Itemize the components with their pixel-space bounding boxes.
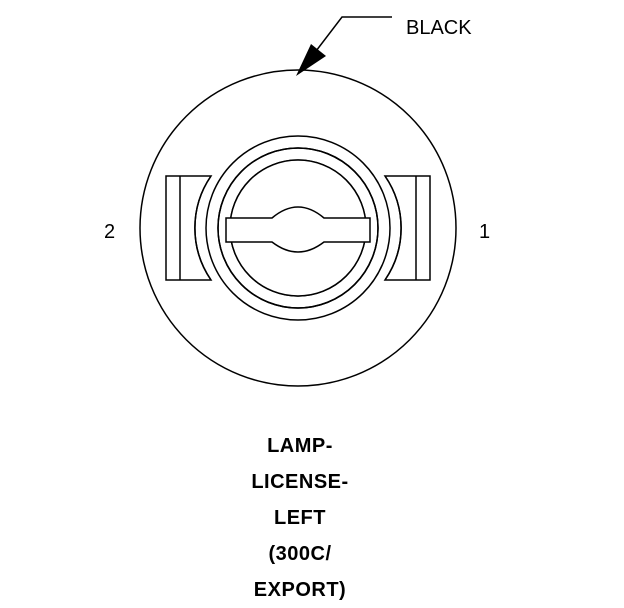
pin-label-left: 2 (104, 221, 115, 243)
wire-color-callout: BLACK (296, 16, 472, 76)
connector-diagram: BLACK 2 1 (104, 16, 490, 387)
caption-line: LAMP- (267, 435, 333, 457)
caption-line: LEFT (274, 507, 326, 529)
keyed-blade-terminal (225, 206, 371, 253)
left-tab-outline (165, 175, 213, 281)
pin-label-right: 1 (479, 221, 490, 243)
right-locking-tab (383, 175, 431, 281)
caption-line: EXPORT) (253, 579, 347, 601)
wire-color-label: BLACK (406, 17, 472, 39)
connector-outer-shell (139, 69, 457, 387)
connector-middle-ring (205, 135, 391, 321)
right-tab-outline (383, 175, 431, 281)
callout-arrowhead (296, 44, 326, 76)
left-locking-tab (165, 175, 213, 281)
caption-line: (300C/ (268, 543, 332, 565)
caption-line: LICENSE- (251, 471, 349, 493)
connector-caption: LAMP- LICENSE- LEFT (300C/ EXPORT) (200, 428, 400, 608)
connector-face (139, 69, 457, 387)
